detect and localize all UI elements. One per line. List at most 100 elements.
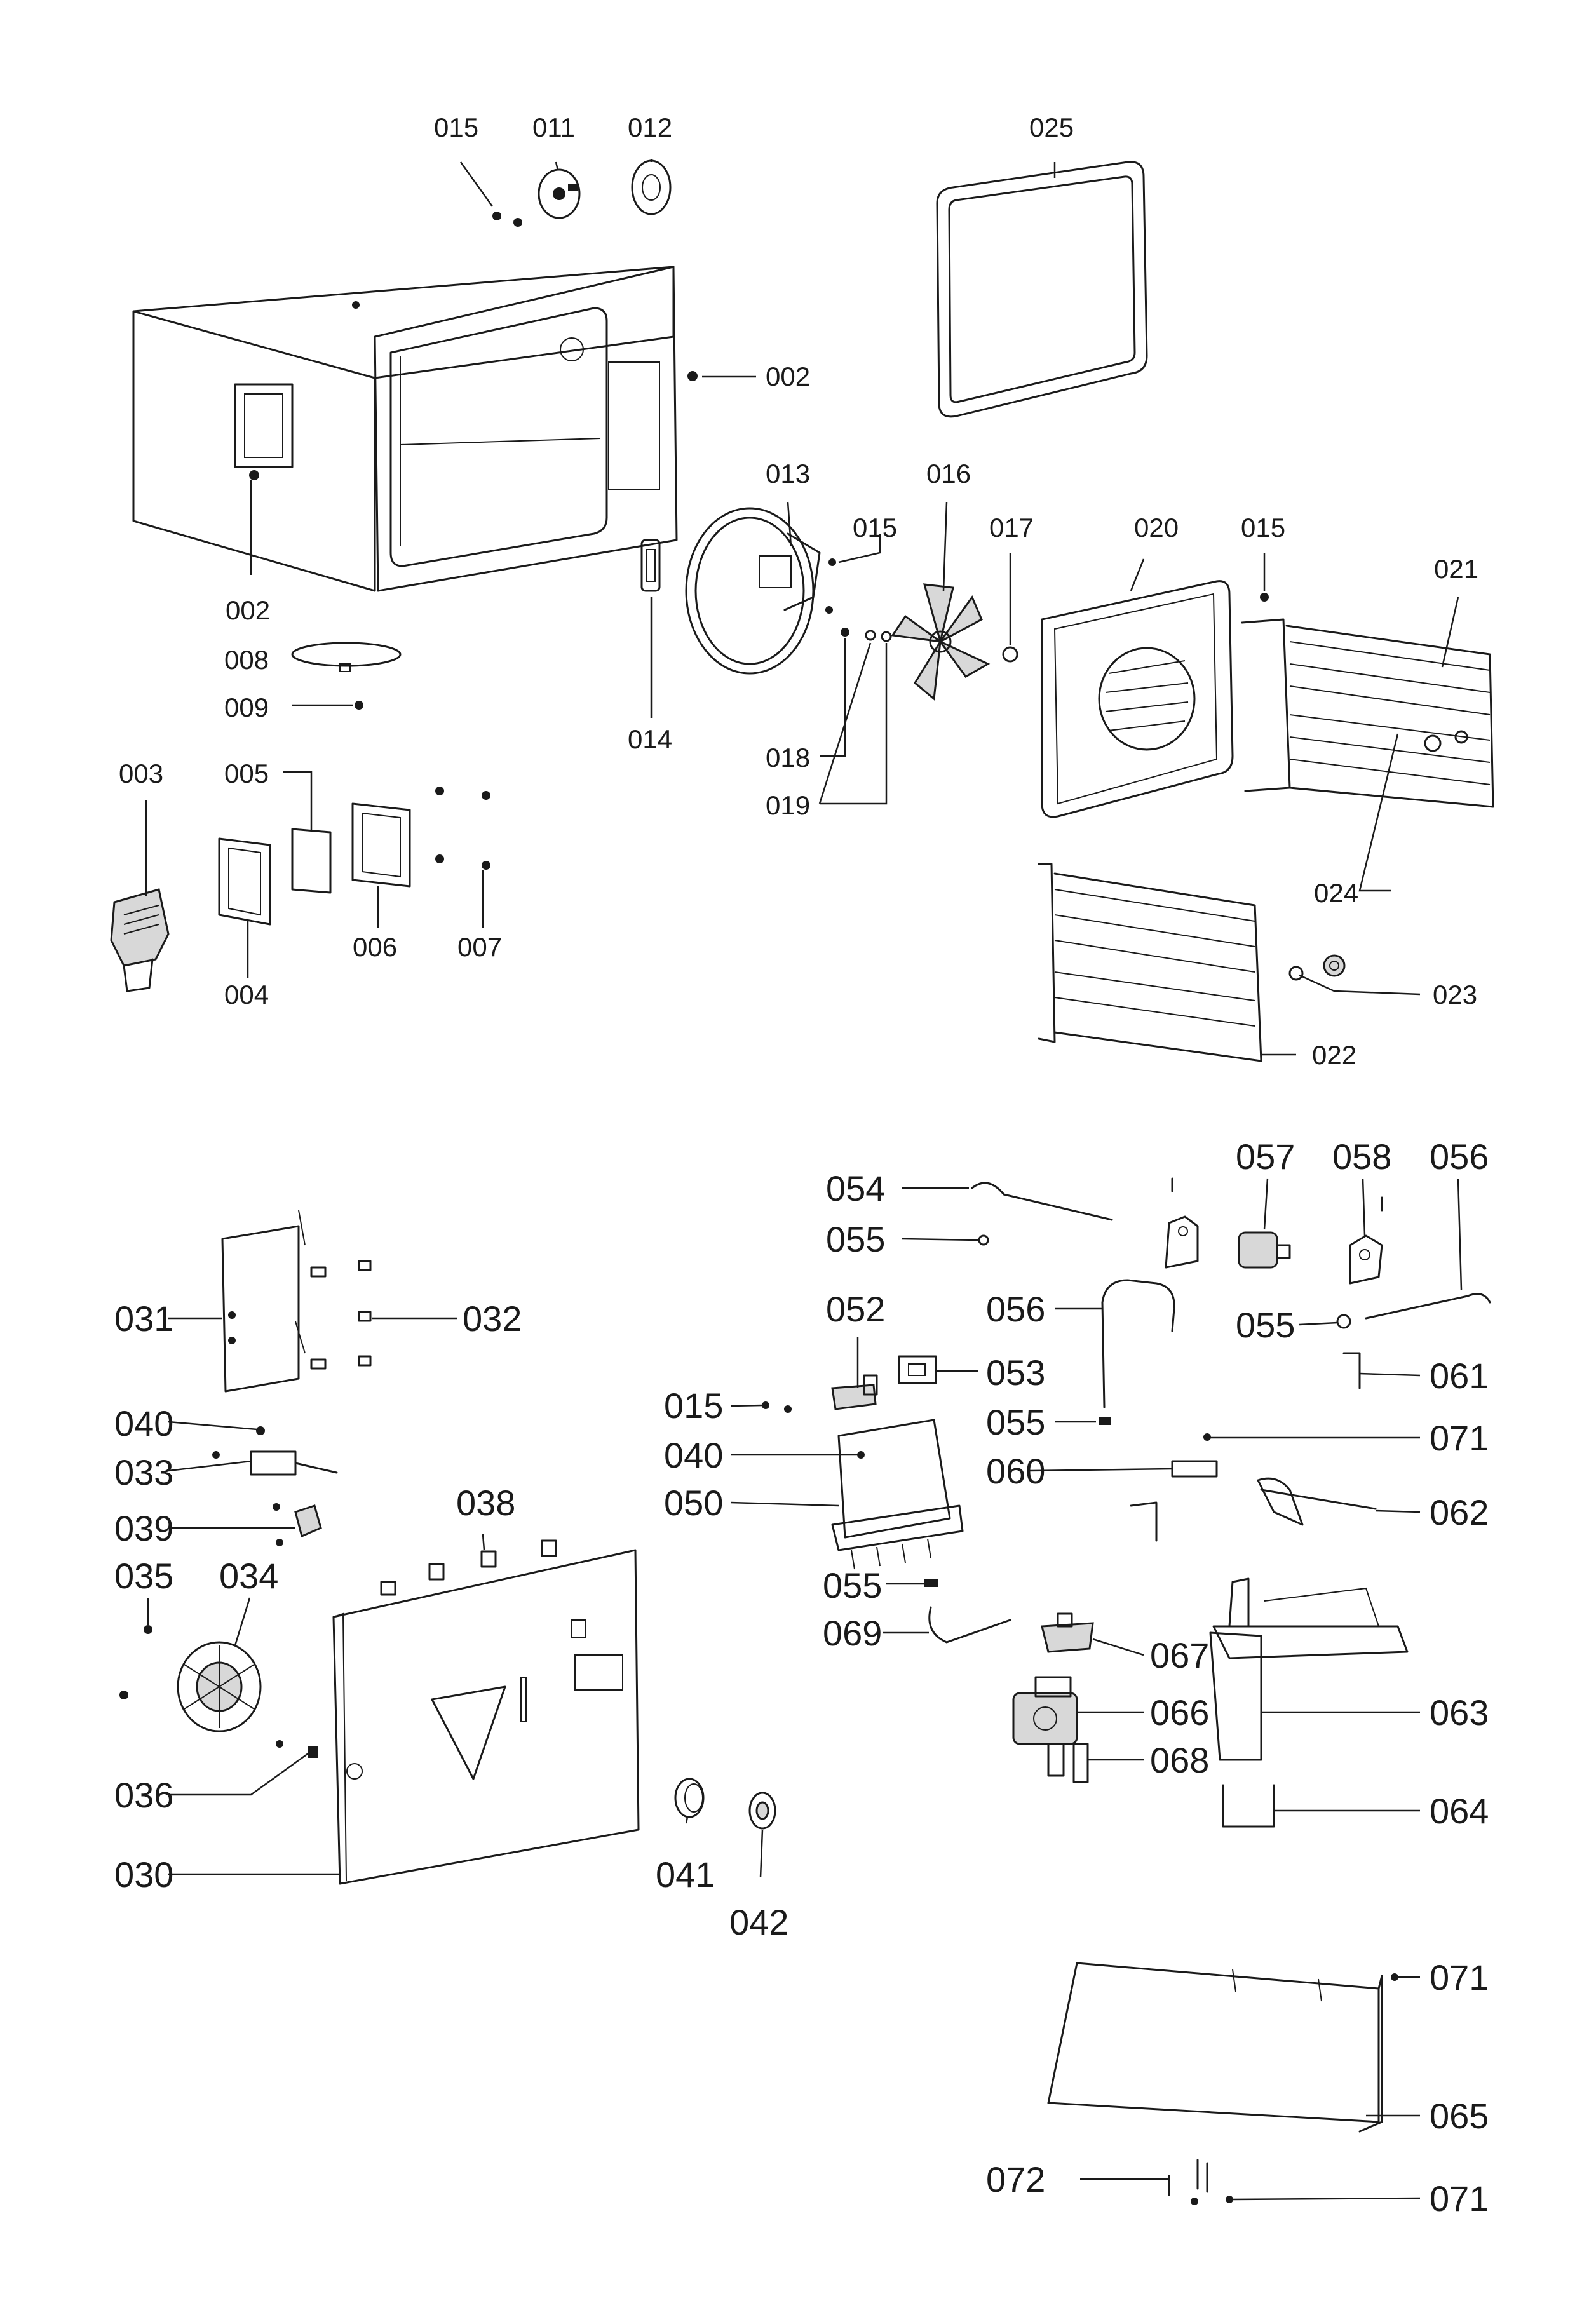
label-055: 055: [986, 1402, 1045, 1442]
part-labels: 015 011 012 025 002 002 013 016 015 017 …: [114, 112, 1489, 2219]
part-005-glass: [291, 828, 332, 894]
label-072: 072: [986, 2159, 1045, 2199]
label-030: 030: [114, 1854, 173, 1894]
part-009-screw: [355, 701, 363, 710]
label-071: 071: [1430, 1418, 1489, 1458]
label-031: 031: [114, 1299, 173, 1339]
label-006: 006: [353, 932, 397, 962]
label-055: 055: [823, 1565, 882, 1605]
label-014: 014: [628, 724, 672, 754]
label-050: 050: [664, 1483, 723, 1523]
label-015: 015: [664, 1386, 723, 1426]
part-015-screw: [1260, 593, 1269, 602]
label-033: 033: [114, 1452, 173, 1492]
label-069: 069: [823, 1613, 882, 1653]
part-003-lamp-holder: [110, 888, 170, 992]
label-011: 011: [532, 112, 575, 142]
part-071-screw-a: [1203, 1433, 1211, 1441]
label-062: 062: [1430, 1492, 1489, 1532]
label-015: 015: [1241, 513, 1285, 543]
label-009: 009: [224, 692, 269, 722]
oven-cavity-housing: [132, 266, 678, 592]
part-020-rear-panel: [1041, 580, 1234, 818]
part-011-flange: [538, 168, 581, 219]
label-024: 024: [1314, 878, 1358, 908]
label-016: 016: [926, 459, 971, 489]
label-040: 040: [664, 1435, 723, 1475]
label-034: 034: [219, 1556, 278, 1596]
label-002: 002: [226, 595, 270, 625]
part-031-control-board: [221, 1210, 306, 1393]
label-023: 023: [1433, 980, 1477, 1010]
label-042: 042: [729, 1902, 788, 1942]
part-033-sensor: [250, 1450, 338, 1476]
part-067-pressure-switch: [1041, 1612, 1094, 1653]
label-005: 005: [224, 759, 269, 788]
part-038-connectors: [380, 1539, 557, 1596]
label-063: 063: [1430, 1692, 1489, 1732]
part-017-nut: [1002, 646, 1018, 663]
label-039: 039: [114, 1508, 173, 1548]
part-062-lever: [1257, 1477, 1377, 1526]
label-002: 002: [766, 361, 810, 391]
label-071: 071: [1430, 1957, 1489, 1997]
label-038: 038: [456, 1483, 515, 1523]
label-013: 013: [766, 459, 810, 489]
part-032-spacers: [310, 1260, 372, 1370]
part-056-hose-a: [1101, 1279, 1175, 1408]
part-002-screws: [249, 371, 698, 480]
part-057-valve: [1238, 1231, 1291, 1269]
part-006-frame: [351, 802, 411, 888]
part-053-plate: [898, 1355, 937, 1384]
label-056: 056: [986, 1289, 1045, 1329]
label-060: 060: [986, 1451, 1045, 1491]
part-066-pump: [1012, 1676, 1078, 1745]
label-015: 015: [853, 513, 897, 543]
part-060-sensor: [1171, 1460, 1218, 1478]
label-068: 068: [1150, 1740, 1209, 1780]
label-007: 007: [457, 932, 502, 962]
label-017: 017: [989, 513, 1034, 543]
label-065: 065: [1430, 2096, 1489, 2136]
part-040-screw: [256, 1426, 265, 1435]
label-052: 052: [826, 1289, 885, 1329]
part-055-clamp-c: [1099, 1417, 1111, 1425]
label-041: 041: [656, 1854, 715, 1894]
label-061: 061: [1430, 1356, 1489, 1396]
part-055-clamp-d: [924, 1579, 938, 1587]
part-055-clamp-b: [1336, 1314, 1351, 1329]
part-021-side-rack: [1241, 618, 1494, 808]
part-025-door-seal: [936, 161, 1148, 418]
part-014-bracket: [640, 539, 661, 592]
part-065-cover: [1047, 1962, 1383, 2133]
label-032: 032: [463, 1299, 522, 1339]
part-058-screws: [1171, 1177, 1383, 1212]
part-008-plate: [291, 642, 402, 672]
label-018: 018: [766, 743, 810, 773]
part-024-knob: [1323, 954, 1346, 977]
label-035: 035: [114, 1556, 173, 1596]
label-056: 056: [1430, 1137, 1489, 1177]
part-030-back-panel: [332, 1549, 640, 1885]
label-064: 064: [1430, 1791, 1489, 1831]
part-054-hose: [971, 1182, 1113, 1221]
part-035-screw: [144, 1625, 152, 1634]
label-004: 004: [224, 980, 269, 1010]
part-033-screw: [212, 1451, 220, 1459]
part-072-screws: [1168, 2159, 1208, 2196]
label-025: 025: [1029, 112, 1074, 142]
part-022-lower-rack: [1038, 863, 1262, 1062]
label-008: 008: [224, 645, 269, 675]
part-061-tube: [1342, 1352, 1361, 1389]
part-023-nut: [1288, 966, 1304, 981]
part-007-screws: [435, 787, 490, 870]
label-019: 019: [766, 790, 810, 820]
label-053: 053: [986, 1353, 1045, 1393]
part-068-sleeves: [1047, 1743, 1089, 1783]
part-071-screw-b: [1391, 1973, 1398, 1981]
part-060-tube: [1130, 1501, 1158, 1542]
part-055-clamp-a: [978, 1234, 989, 1246]
label-012: 012: [628, 112, 672, 142]
label-057: 057: [1236, 1137, 1295, 1177]
